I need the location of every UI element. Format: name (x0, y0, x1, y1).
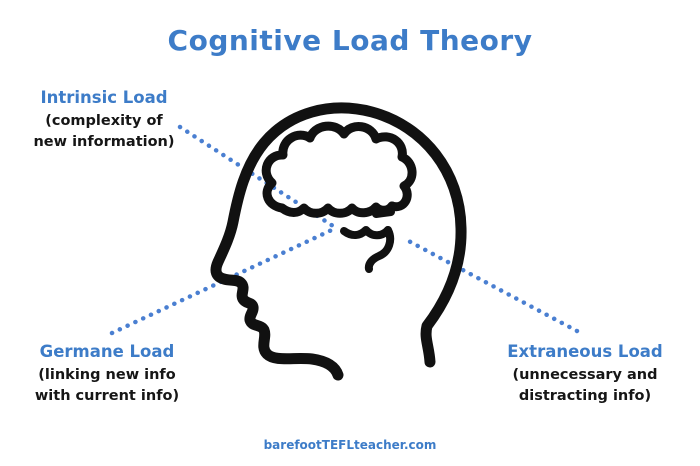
intrinsic-load-description: (complexity of new information) (33, 113, 175, 151)
germane-load-title: Germane Load (39, 342, 175, 361)
page-title: Cognitive Load Theory (167, 24, 533, 57)
intrinsic-load-title: Intrinsic Load (40, 88, 168, 107)
connector-extraneous-line (400, 235, 580, 334)
label-germane-load: Germane Load (linking new info with curr… (14, 342, 200, 407)
label-extraneous-load: Extraneous Load (unnecessary and distrac… (494, 342, 676, 407)
label-intrinsic-load: Intrinsic Load (complexity of new inform… (18, 88, 190, 153)
extraneous-load-description: (unnecessary and distracting info) (512, 367, 658, 405)
head-outline (210, 102, 467, 381)
connector-germane-line (109, 225, 339, 336)
germane-load-description: (linking new info with current info) (34, 367, 180, 405)
website-credit: barefootTEFLteacher.com (263, 438, 437, 452)
brain-lower-squiggle (340, 226, 392, 240)
brain-outline (261, 121, 417, 213)
brain-fold-dash (372, 208, 395, 218)
extraneous-load-title: Extraneous Load (507, 342, 663, 361)
brain-bottom-wave (277, 201, 397, 218)
brain-stem (364, 226, 395, 273)
